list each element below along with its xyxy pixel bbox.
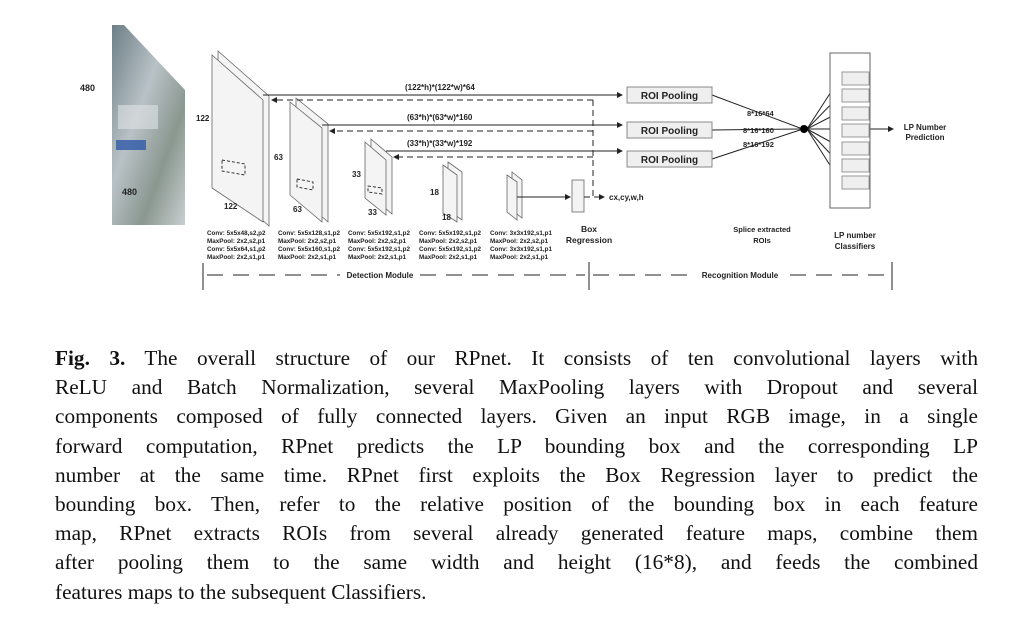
roi-dim-3: 8*16*192: [743, 140, 774, 149]
caption-text: The overall structure of our RPnet. It c…: [125, 346, 979, 370]
svg-text:MaxPool: 2x2,s1,p1: MaxPool: 2x2,s1,p1: [348, 254, 407, 261]
feature-layers: [211, 50, 585, 227]
caption-line: map, RPnet extracts ROIs from several al…: [55, 521, 978, 546]
prediction-label-1: LP Number: [904, 123, 947, 132]
recognition-module-label: Recognition Module: [702, 271, 779, 280]
svg-text:Conv: 5x5x128,s1,p2: Conv: 5x5x128,s1,p2: [278, 230, 340, 237]
figure-label: Fig. 3.: [55, 346, 126, 370]
svg-text:MaxPool: 2x2,s2,p1: MaxPool: 2x2,s2,p1: [419, 238, 478, 245]
splice-label-2: ROIs: [753, 236, 771, 245]
connections: [263, 77, 894, 200]
svg-text:Conv: 5x5x160,s1,p2: Conv: 5x5x160,s1,p2: [278, 246, 340, 253]
layer3-w: 33: [368, 208, 377, 217]
svg-text:ROI Pooling: ROI Pooling: [641, 91, 698, 102]
splice-label-1: Splice extracted: [733, 225, 791, 234]
caption-line: components composed of fully connected l…: [55, 404, 978, 429]
module-brackets: [202, 262, 893, 290]
svg-text:MaxPool: 2x2,s2,p1: MaxPool: 2x2,s2,p1: [207, 238, 266, 245]
svg-text:Conv: 5x5x64,s1,p2: Conv: 5x5x64,s1,p2: [207, 246, 266, 253]
layer3-h: 33: [352, 170, 361, 179]
box-regression-label-1: Box: [581, 224, 597, 234]
layer-5: [506, 174, 518, 221]
svg-text:MaxPool: 2x2,s2,p1: MaxPool: 2x2,s2,p1: [278, 238, 337, 245]
roi-dim-2: 8*16*160: [743, 126, 774, 135]
layer1-w: 122: [224, 202, 238, 211]
roi-pooling-3: ROI Pooling: [626, 150, 713, 168]
svg-text:ROI Pooling: ROI Pooling: [641, 126, 698, 137]
svg-text:Conv: 5x5x192,s1,p2: Conv: 5x5x192,s1,p2: [348, 246, 410, 253]
svg-text:Conv: 5x5x192,s1,p2: Conv: 5x5x192,s1,p2: [348, 230, 410, 237]
feature-label-2: (63*h)*(63*w)*160: [407, 113, 473, 122]
svg-text:Conv: 5x5x192,s1,p2: Conv: 5x5x192,s1,p2: [419, 246, 481, 253]
svg-text:MaxPool: 2x2,s1,p1: MaxPool: 2x2,s1,p1: [490, 254, 549, 261]
layer-3: [364, 141, 387, 216]
caption-line: features maps to the subsequent Classifi…: [55, 579, 427, 604]
figure-caption: Fig. 3. The overall structure of our RPn…: [55, 344, 978, 607]
layer-2: [289, 101, 323, 223]
caption-line: ReLU and Batch Normalization, several Ma…: [55, 375, 978, 400]
layer1-h: 122: [196, 114, 210, 123]
classifiers-label-1: LP number: [834, 231, 876, 240]
roi-boxes: [221, 159, 383, 195]
feature-label-3: (33*h)*(33*w)*192: [407, 139, 473, 148]
input-height-label: 480: [80, 83, 95, 93]
caption-line: after pooling them to the same width and…: [55, 550, 978, 575]
roi-pooling-1: ROI Pooling: [626, 86, 713, 104]
svg-text:Conv: 3x3x192,s1,p1: Conv: 3x3x192,s1,p1: [490, 230, 552, 237]
svg-text:MaxPool: 2x2,s2,p1: MaxPool: 2x2,s2,p1: [490, 238, 549, 245]
caption-line: forward computation, RPnet predicts the …: [55, 433, 978, 458]
layer4-h: 18: [430, 188, 439, 197]
svg-text:MaxPool: 2x2,s2,p1: MaxPool: 2x2,s2,p1: [348, 238, 407, 245]
layer2-h: 63: [274, 153, 283, 162]
feature-label-1: (122*h)*(122*w)*64: [405, 83, 475, 92]
caption-line: Fig. 3. The overall structure of our RPn…: [55, 344, 978, 373]
layer2-w: 63: [293, 205, 302, 214]
roi-dim-1: 8*16*64: [747, 109, 775, 118]
input-width-label: 480: [122, 187, 137, 197]
svg-text:Conv: 5x5x192,s1,p2: Conv: 5x5x192,s1,p2: [419, 230, 481, 237]
roi-pooling-2: ROI Pooling: [626, 121, 713, 139]
input-car-image: [112, 25, 185, 225]
bbox-output-label: cx,cy,w,h: [609, 193, 644, 202]
lp-classifiers-box: [829, 52, 871, 209]
prediction-label-2: Prediction: [905, 133, 944, 142]
svg-text:ROI Pooling: ROI Pooling: [641, 155, 698, 166]
layer-1: [211, 54, 264, 223]
layer-4: [442, 164, 458, 223]
box-regression-layer: [571, 179, 585, 213]
splice-node: [800, 125, 808, 133]
caption-line: bounding box. Then, refer to the relativ…: [55, 491, 978, 516]
svg-text:Conv: 3x3x192,s1,p1: Conv: 3x3x192,s1,p1: [490, 246, 552, 253]
detection-module-label: Detection Module: [347, 271, 414, 280]
box-regression-label-2: Regression: [566, 235, 612, 245]
svg-text:Conv: 5x5x48,s2,p2: Conv: 5x5x48,s2,p2: [207, 230, 266, 237]
rpnet-architecture-diagram: 480 480 122 122 63 63 33 33 18 18: [80, 25, 947, 290]
svg-text:MaxPool: 2x2,s1,p1: MaxPool: 2x2,s1,p1: [207, 254, 266, 261]
layer4-w: 18: [442, 213, 451, 222]
svg-text:MaxPool: 2x2,s1,p1: MaxPool: 2x2,s1,p1: [419, 254, 478, 261]
classifiers-label-2: Classifiers: [835, 242, 876, 251]
svg-text:MaxPool: 2x2,s1,p1: MaxPool: 2x2,s1,p1: [278, 254, 337, 261]
caption-line: number at the same time. RPnet first exp…: [55, 462, 978, 487]
